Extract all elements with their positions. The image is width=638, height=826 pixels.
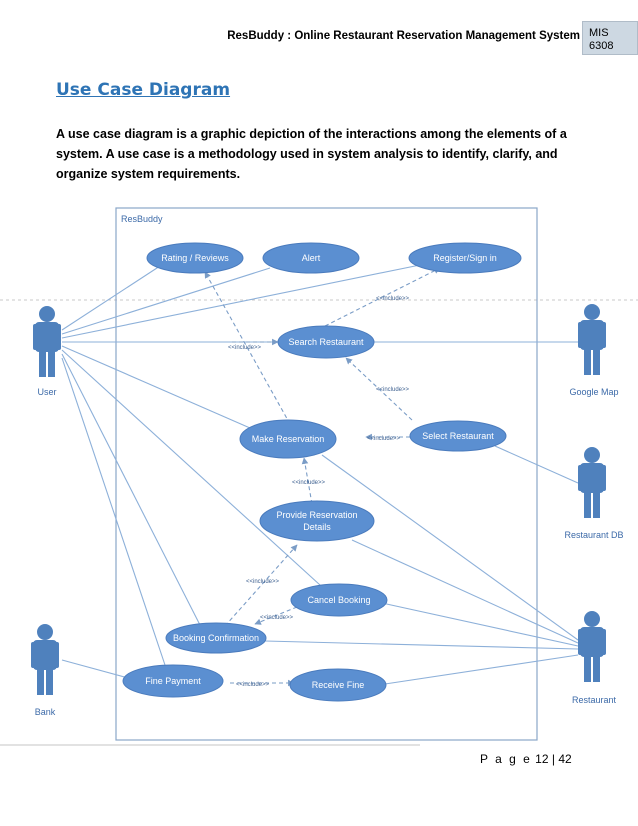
use-case-shapes bbox=[122, 242, 522, 702]
actor-label-restaurant-db: Restaurant DB bbox=[564, 530, 623, 540]
assoc-bank-payment bbox=[61, 659, 129, 679]
system-label: ResBuddy bbox=[121, 214, 163, 224]
assoc-cancel-restaurant bbox=[381, 602, 579, 647]
system-boundary bbox=[115, 207, 538, 741]
actor-google-map bbox=[578, 304, 606, 375]
actor-label-user: User bbox=[37, 387, 56, 397]
label-booking-confirmation: Booking Confirmation bbox=[173, 633, 259, 643]
restaurant-db-actor-icon bbox=[584, 447, 600, 463]
assoc-user-reservation bbox=[61, 345, 251, 429]
badge-line-2: 6308 bbox=[589, 40, 614, 52]
use-case-alert bbox=[262, 242, 360, 274]
include-label: <<include>> bbox=[376, 387, 410, 393]
include-label: <<include>> bbox=[376, 296, 410, 302]
include-cancel-confirmation bbox=[254, 606, 298, 625]
include-reservation-rating bbox=[204, 271, 291, 425]
assoc-user-cancel bbox=[61, 349, 321, 586]
actor-restaurant bbox=[578, 611, 606, 682]
use-case-cancel-booking bbox=[290, 583, 388, 617]
section-title: Use Case Diagram bbox=[56, 80, 231, 100]
include-label: <<include>> bbox=[260, 615, 294, 621]
use-case-labels: Rating / Reviews Alert Register/Sign in … bbox=[145, 253, 497, 690]
header-title: ResBuddy : Online Restaurant Reservation… bbox=[227, 30, 580, 42]
label-provide-details-1: Provide Reservation bbox=[276, 510, 357, 520]
label-receive-fine: Receive Fine bbox=[312, 680, 365, 690]
use-case-booking-confirmation bbox=[165, 622, 267, 654]
label-provide-details-2: Details bbox=[303, 522, 331, 532]
assoc-details-restaurant bbox=[351, 539, 579, 644]
footer-page-number: 12 bbox=[535, 752, 549, 766]
use-case-receive-fine bbox=[289, 668, 387, 702]
restaurant-actor-icon bbox=[584, 611, 600, 627]
use-case-register bbox=[408, 242, 522, 274]
include-confirmation-details bbox=[224, 544, 298, 627]
assoc-confirmation-restaurant bbox=[264, 640, 579, 650]
label-select-restaurant: Select Restaurant bbox=[422, 431, 494, 441]
label-rating: Rating / Reviews bbox=[161, 253, 229, 263]
include-labels: <<include>> <<include>> <<include>> <<in… bbox=[228, 296, 410, 688]
use-case-search bbox=[277, 325, 375, 359]
footer-page-word: P a g e bbox=[480, 752, 532, 766]
use-case-select-restaurant bbox=[409, 420, 507, 452]
label-search: Search Restaurant bbox=[288, 337, 364, 347]
label-make-reservation: Make Reservation bbox=[252, 434, 325, 444]
assoc-user-alert bbox=[61, 267, 271, 335]
badge-line-1: MIS bbox=[589, 27, 609, 39]
footer-total-pages: 42 bbox=[558, 752, 572, 766]
include-label: <<include>> bbox=[246, 579, 280, 585]
use-case-make-reservation bbox=[239, 419, 337, 459]
actor-bank bbox=[31, 624, 59, 695]
page-footer: P a g e 12 | 42 bbox=[480, 752, 572, 766]
include-search-register bbox=[324, 267, 441, 327]
assoc-user-confirmation bbox=[61, 353, 201, 626]
assoc-select-restaurantdb bbox=[494, 445, 579, 484]
include-label: <<include>> bbox=[236, 682, 270, 688]
assoc-user-register bbox=[61, 264, 421, 339]
associations bbox=[61, 264, 579, 685]
actor-user bbox=[33, 306, 61, 377]
label-register: Register/Sign in bbox=[433, 253, 497, 263]
label-alert: Alert bbox=[302, 253, 321, 263]
bank-actor-icon bbox=[37, 624, 53, 640]
assoc-reservation-restaurant bbox=[321, 454, 579, 641]
intro-paragraph: A use case diagram is a graphic depictio… bbox=[56, 127, 567, 181]
actor-label-google-map: Google Map bbox=[569, 387, 618, 397]
actor-label-restaurant: Restaurant bbox=[572, 695, 617, 705]
assoc-user-payment bbox=[61, 357, 166, 666]
actor-label-bank: Bank bbox=[35, 707, 56, 717]
actor-restaurant-db bbox=[578, 447, 606, 518]
use-case-fine-payment bbox=[122, 664, 224, 698]
include-select-search bbox=[345, 357, 413, 421]
include-label: <<include>> bbox=[292, 480, 326, 486]
assoc-fine-restaurant bbox=[384, 654, 579, 685]
user-actor-icon bbox=[39, 306, 55, 322]
label-cancel-booking: Cancel Booking bbox=[307, 595, 370, 605]
include-details-reservation bbox=[301, 457, 313, 505]
use-case-provide-details bbox=[259, 500, 375, 542]
label-fine-payment: Fine Payment bbox=[145, 676, 201, 686]
assoc-user-rating bbox=[61, 265, 161, 331]
use-case-rating bbox=[146, 242, 244, 274]
footer-separator: | bbox=[551, 752, 555, 766]
include-label: <<include>> bbox=[367, 436, 401, 442]
google-map-actor-icon bbox=[584, 304, 600, 320]
include-label: <<include>> bbox=[228, 345, 262, 351]
include-relations bbox=[204, 267, 441, 687]
